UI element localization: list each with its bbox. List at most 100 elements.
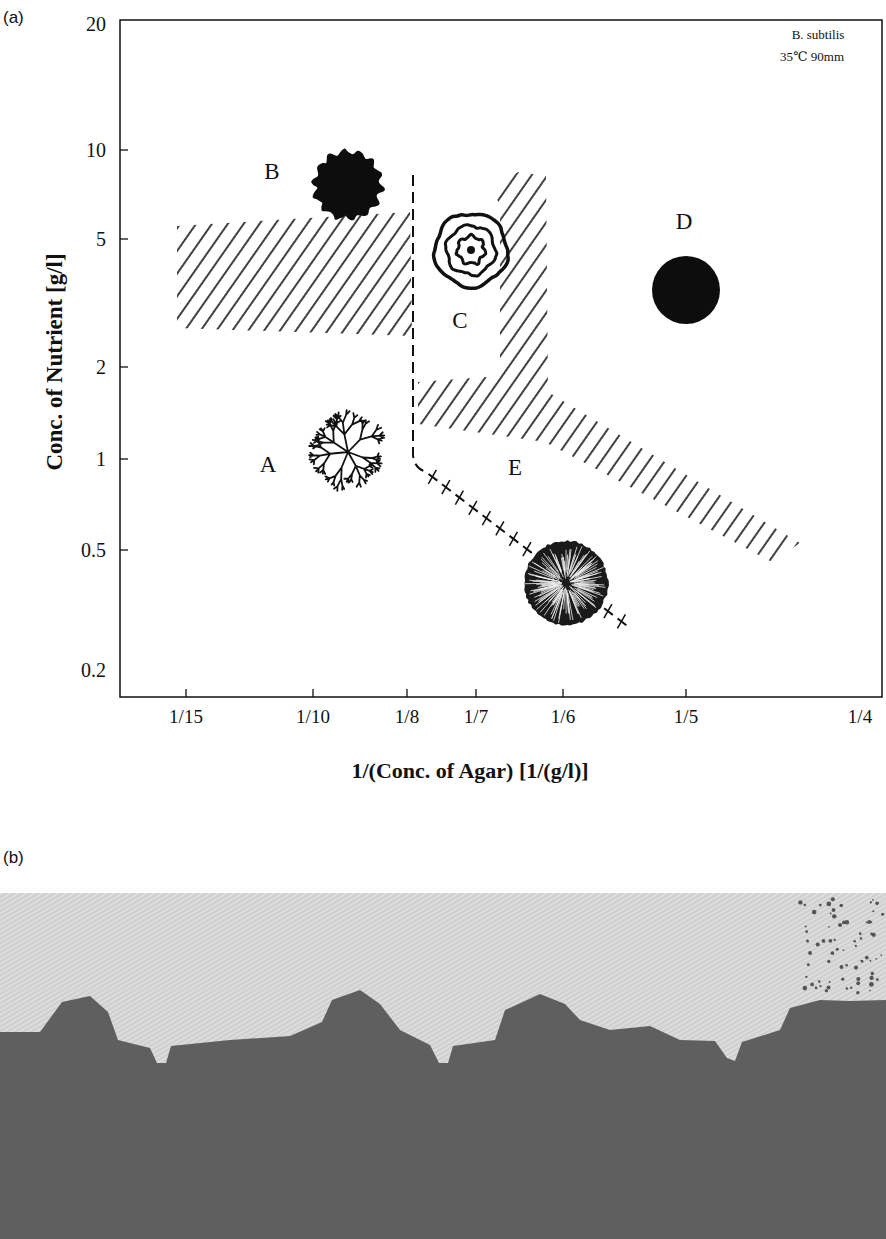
speckle	[869, 960, 871, 962]
region-letter: B	[264, 159, 279, 184]
speckle	[810, 983, 814, 987]
speckle	[836, 948, 839, 951]
speckle	[869, 982, 874, 987]
speckle	[818, 980, 821, 983]
dense-branching-colony	[524, 540, 609, 625]
speckle	[805, 925, 807, 927]
speckle	[854, 966, 858, 970]
speckle	[834, 939, 836, 941]
annotation: 35℃ 90mm	[780, 50, 844, 64]
speckle	[845, 964, 848, 967]
speckle	[819, 985, 821, 987]
speckle	[828, 926, 830, 928]
speckle	[867, 920, 871, 924]
ring-colony	[456, 234, 486, 264]
speckle	[816, 942, 820, 946]
speckle	[853, 940, 856, 943]
speckle	[805, 930, 808, 933]
tick-label: 1	[96, 448, 106, 470]
tick-label: 2	[96, 356, 106, 378]
speckle	[826, 902, 831, 907]
panel-label: (a)	[3, 9, 24, 28]
axis-title: 1/(Conc. of Agar) [1/(g/l)]	[351, 759, 588, 783]
speckle	[803, 986, 808, 991]
speckle	[869, 990, 871, 992]
speckle	[815, 987, 818, 990]
tick-label: 1/6	[551, 707, 575, 728]
annotation: B. subtilis	[792, 28, 845, 42]
boundary-tick	[496, 521, 504, 535]
speckle	[880, 954, 882, 956]
speckle	[843, 949, 845, 951]
photo-speckles	[798, 897, 884, 994]
ring-colony-center	[467, 246, 475, 254]
region-letter: D	[676, 209, 693, 234]
speckle	[805, 976, 807, 978]
boundary-tick	[509, 532, 517, 546]
region-letter: C	[452, 308, 467, 333]
speckle	[831, 897, 835, 901]
speckle	[822, 939, 826, 943]
speckle	[872, 899, 874, 901]
speckle	[807, 963, 810, 966]
speckle	[819, 904, 822, 907]
speckle	[845, 920, 850, 925]
boundary-tick	[469, 501, 477, 515]
boundary-tick	[617, 614, 625, 628]
speckle	[839, 904, 843, 908]
tick-label: 20	[86, 13, 106, 35]
speckle	[871, 972, 874, 975]
speckle	[808, 951, 812, 955]
compact-colony	[311, 148, 385, 220]
disk-colony	[652, 256, 720, 324]
speckle	[855, 945, 857, 947]
plot-frame	[120, 20, 882, 697]
colony-front	[0, 990, 886, 1239]
speckle	[869, 976, 873, 980]
speckle	[827, 986, 831, 990]
speckle	[812, 910, 817, 915]
speckle	[850, 987, 852, 989]
speckle	[827, 960, 830, 963]
speckle	[841, 978, 844, 981]
speckle	[859, 932, 862, 935]
axis-ticks	[120, 150, 686, 697]
boundary-tick	[482, 511, 490, 525]
tick-label: 1/7	[464, 707, 488, 728]
speckle	[875, 901, 879, 905]
agar-background	[0, 893, 886, 1239]
speckle	[860, 937, 862, 939]
dendritic-colony	[309, 410, 384, 491]
region-letter: A	[260, 452, 277, 477]
speckle	[875, 958, 877, 960]
speckle	[828, 939, 832, 943]
speckle	[840, 965, 844, 969]
tick-label: 1/4	[848, 707, 872, 728]
speckle	[798, 900, 802, 904]
panel-label: (b)	[3, 849, 24, 868]
hatched-region	[177, 212, 412, 336]
ring-colony	[434, 215, 509, 289]
boundary-tick	[442, 480, 450, 494]
speckle	[831, 951, 835, 955]
speckle	[838, 923, 842, 927]
speckle	[830, 913, 832, 915]
ring-colony	[445, 225, 497, 276]
speckle	[804, 904, 807, 907]
speckle	[829, 981, 831, 983]
speckle	[865, 956, 869, 960]
speckle	[856, 981, 860, 985]
speckle	[832, 914, 836, 918]
speckle	[856, 991, 859, 994]
speckle	[846, 987, 849, 990]
boundary-ticks	[428, 470, 625, 629]
tick-label: 1/10	[296, 707, 330, 728]
speckle	[856, 977, 860, 981]
tick-label: 1/8	[395, 707, 419, 728]
speckle	[806, 939, 809, 942]
region-letter: E	[508, 455, 522, 480]
axis-title: Conc. of Nutrient [g/l]	[42, 253, 67, 470]
boundary-tick	[455, 491, 463, 505]
